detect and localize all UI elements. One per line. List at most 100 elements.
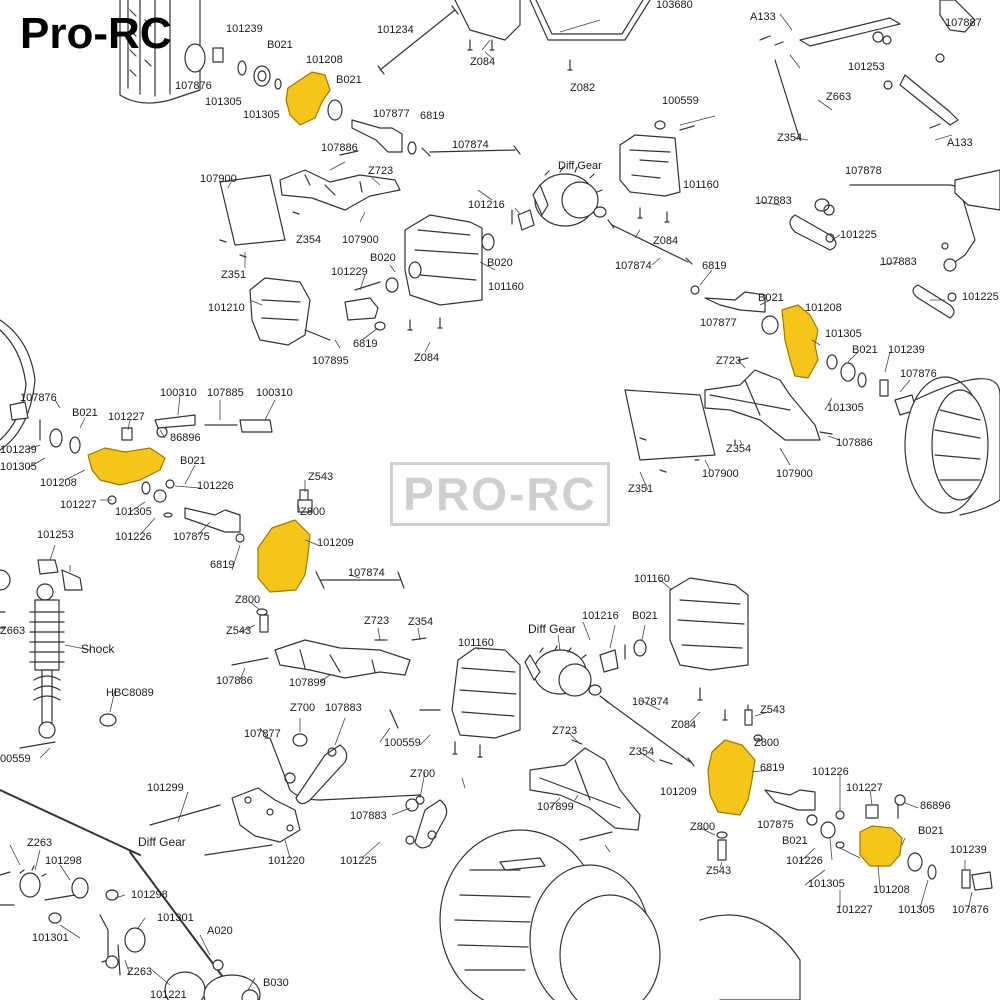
part-label: 86896 (920, 800, 951, 812)
arm-107900-top-left (279, 169, 401, 211)
part-label: 6819 (353, 338, 378, 350)
link-107887-top (799, 17, 901, 47)
part-label: 107875 (173, 531, 210, 543)
part-label: Z723 (552, 725, 578, 737)
part-label-diff-gear: Diff Gear (138, 835, 186, 849)
part-label: 101227 (60, 499, 97, 511)
hub-carrier-101208-left (87, 447, 166, 486)
part-label: Z354 (629, 746, 655, 758)
part-label: 100559 (384, 737, 421, 749)
part-label: 107874 (348, 567, 385, 579)
part-label: B021 (180, 455, 206, 467)
watermark-text: PRO-RC (403, 468, 597, 520)
part-label: Z723 (716, 355, 742, 367)
part-label: 107899 (537, 801, 574, 813)
part-label: 101160 (458, 637, 494, 649)
part-label: Z800 (235, 594, 261, 606)
part-label: 101239 (950, 844, 987, 856)
part-label: Z543 (226, 625, 252, 637)
part-label: 107875 (757, 819, 794, 831)
part-label: 101221 (150, 989, 187, 1000)
part-label: 101160 (488, 281, 524, 293)
part-label: Z084 (414, 352, 440, 364)
gearbox-101160-top (619, 134, 681, 197)
part-label: 107874 (615, 260, 652, 272)
part-label: 101208 (306, 54, 343, 66)
part-label: 101301 (32, 932, 69, 944)
part-label: Z700 (410, 768, 436, 780)
part-label: 101160 (683, 179, 719, 191)
part-label: 101226 (115, 531, 152, 543)
part-label: 107877 (244, 728, 281, 740)
part-label: 100310 (160, 387, 197, 399)
hub-carrier-101208-mid (781, 304, 819, 379)
part-label: Z543 (760, 704, 786, 716)
part-label: 101305 (825, 328, 862, 340)
part-label: B021 (852, 344, 878, 356)
part-label: 101209 (660, 786, 697, 798)
bracket-101210 (249, 277, 311, 346)
part-label: Z263 (127, 966, 153, 978)
part-label: 101298 (45, 855, 82, 867)
part-label: 107895 (312, 355, 349, 367)
part-label: 107886 (321, 142, 358, 154)
part-label: Z354 (777, 132, 803, 144)
part-label: B030 (263, 977, 289, 989)
part-label: Diff Gear (558, 160, 602, 172)
part-label: 101226 (197, 480, 234, 492)
part-label: B021 (782, 835, 808, 847)
part-label: B021 (632, 610, 658, 622)
part-label: 101253 (848, 61, 885, 73)
part-label: Z263 (27, 837, 53, 849)
part-label: B020 (487, 257, 513, 269)
part-label: 101301 (157, 912, 194, 924)
part-label: 107883 (880, 256, 917, 268)
part-label: A133 (947, 137, 973, 149)
bevel-gear-left (19, 872, 41, 898)
part-label: 107886 (216, 675, 253, 687)
part-label: HBC8089 (106, 687, 154, 699)
part-label: 107876 (175, 80, 212, 92)
part-label: 101305 (243, 109, 280, 121)
part-label: Z354 (296, 234, 322, 246)
part-label: 107900 (200, 173, 237, 185)
hub-carrier-101208-lower (859, 825, 903, 867)
part-label: 101305 (0, 461, 37, 473)
part-label: Z723 (368, 165, 394, 177)
part-label: Z800 (300, 506, 326, 518)
part-label: Z084 (653, 235, 679, 247)
part-label: 100310 (256, 387, 293, 399)
part-label: 101229 (331, 266, 368, 278)
part-label: 6819 (420, 110, 445, 122)
part-label: 107900 (702, 468, 739, 480)
part-label: Z351 (628, 483, 654, 495)
part-label: 101160 (634, 573, 670, 585)
part-label: Z663 (826, 91, 852, 103)
part-label: Z351 (221, 269, 247, 281)
part-label: 107883 (325, 702, 362, 714)
part-label: 101239 (0, 444, 37, 456)
part-label: 101225 (840, 229, 877, 241)
part-label: 101225 (962, 291, 999, 303)
part-label: 101226 (786, 855, 823, 867)
part-label: 101210 (208, 302, 245, 314)
part-label: 101305 (205, 96, 242, 108)
part-label: 101298 (131, 889, 168, 901)
shock-absorber (29, 583, 65, 739)
part-label: B021 (267, 39, 293, 51)
part-label: 101234 (377, 24, 414, 36)
part-label: 101227 (108, 411, 145, 423)
part-label: A020 (207, 925, 233, 937)
part-label: 101239 (226, 23, 263, 35)
part-label: 101225 (340, 855, 377, 867)
part-label: Z543 (706, 865, 732, 877)
part-label: 101208 (40, 477, 77, 489)
part-label: 6819 (210, 559, 235, 571)
part-label: 101305 (827, 402, 864, 414)
part-label: Z700 (290, 702, 316, 714)
wheel-left-edge (0, 319, 36, 451)
part-label: 101220 (268, 855, 305, 867)
part-label: 101208 (805, 302, 842, 314)
